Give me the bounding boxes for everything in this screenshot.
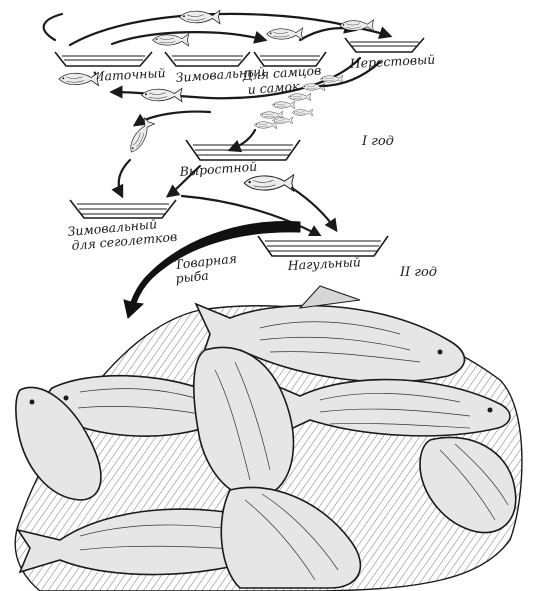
label-year-1: I год (361, 134, 394, 149)
label-spawning: Нерестовый (348, 52, 435, 72)
pond-feeding (258, 236, 388, 256)
label-feeding: Нагульный (286, 254, 361, 273)
fish-icon (142, 88, 183, 102)
arrow-brood-to-spawning (70, 14, 390, 45)
pond-wintering-fry (70, 200, 176, 218)
label-brood: Маточный (90, 65, 166, 84)
pond-wintering-breeders (165, 52, 250, 66)
fish-icon (180, 10, 221, 24)
pond-spawning (345, 38, 424, 52)
fish-icon (244, 175, 293, 192)
pond-brood (55, 52, 152, 66)
fish-pile-illustration (15, 286, 522, 591)
fish-icon (126, 118, 154, 155)
fish-icon (153, 34, 189, 46)
arrow-left-return (44, 14, 62, 40)
label-year-2: II год (399, 265, 437, 280)
arrow-fingerling-down (119, 160, 130, 196)
fish-icon (267, 28, 303, 40)
label-market-fish-2: рыба (175, 268, 210, 286)
